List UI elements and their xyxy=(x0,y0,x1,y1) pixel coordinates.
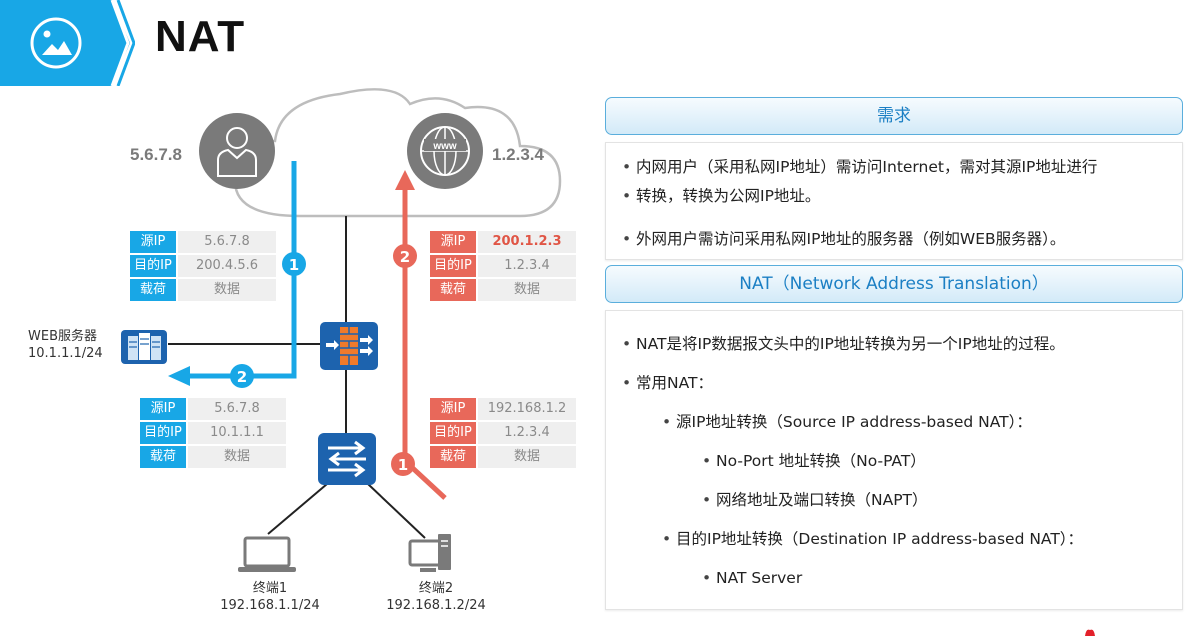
nat-item: NAT是将IP数据报文头中的IP地址转换为另一个IP地址的过程。 xyxy=(622,331,1065,357)
desktop-icon xyxy=(408,534,451,572)
internet-server-ip: 1.2.3.4 xyxy=(492,145,544,164)
web-server-ip: 10.1.1.1/24 xyxy=(28,346,103,361)
nat-box: NAT是将IP数据报文头中的IP地址转换为另一个IP地址的过程。 常用NAT： … xyxy=(605,310,1183,610)
packet-value: 数据 xyxy=(478,446,576,468)
brand-logo-icon xyxy=(1085,629,1095,636)
nat-subsubitem: No-Port 地址转换（No-PAT） xyxy=(702,448,926,474)
web-server-name: WEB服务器 xyxy=(28,329,97,344)
blue-flow-path xyxy=(168,161,297,386)
packet-value: 10.1.1.1 xyxy=(188,422,286,444)
packet-key: 载荷 xyxy=(130,279,176,301)
svg-text:1: 1 xyxy=(398,456,408,474)
packet-value: 数据 xyxy=(478,279,576,301)
nat-item: 常用NAT： xyxy=(622,370,713,396)
terminal1-ip: 192.168.1.1/24 xyxy=(220,598,320,613)
red-step-2-badge: 2 xyxy=(393,244,417,268)
nat-heading: NAT（Network Address Translation） xyxy=(605,265,1183,303)
user-icon xyxy=(199,113,275,189)
firewall-icon xyxy=(320,322,378,370)
packet-value: 192.168.1.2 xyxy=(478,398,576,420)
terminal2-ip: 192.168.1.2/24 xyxy=(386,598,486,613)
continuation-text: 转换，转换为公网IP地址。 xyxy=(636,187,821,205)
requirement-item: 外网用户需访问采用私网IP地址的服务器（例如WEB服务器）。 xyxy=(622,226,1065,252)
packet-key: 目的IP xyxy=(430,255,476,277)
web-server-label: WEB服务器 10.1.1.1/24 xyxy=(28,328,103,362)
packet-key: 目的IP xyxy=(140,422,186,444)
packet-blue-after: 源IP 5.6.7.8 目的IP 10.1.1.1 载荷 数据 xyxy=(140,398,286,468)
packet-red-before: 源IP 192.168.1.2 目的IP 1.2.3.4 载荷 数据 xyxy=(430,398,576,468)
nat-topology-diagram: www xyxy=(0,86,600,636)
requirement-item: 内网用户（采用私网IP地址）需访问Internet，需对其源IP地址进行 xyxy=(622,154,1097,180)
server-icon xyxy=(121,330,167,364)
svg-text:www: www xyxy=(432,141,457,152)
nat-subsubitem: 网络地址及端口转换（NAPT） xyxy=(702,487,927,513)
packet-key: 源IP xyxy=(130,231,176,253)
requirement-item-continuation: 转换，转换为公网IP地址。 xyxy=(622,183,821,209)
switch-icon xyxy=(318,433,376,485)
terminal2-label: 终端2 192.168.1.2/24 xyxy=(376,580,496,614)
packet-key: 载荷 xyxy=(140,446,186,468)
packet-key: 载荷 xyxy=(430,446,476,468)
packet-key: 目的IP xyxy=(430,422,476,444)
packet-value: 200.4.5.6 xyxy=(178,255,276,277)
requirements-box: 内网用户（采用私网IP地址）需访问Internet，需对其源IP地址进行 转换，… xyxy=(605,142,1183,260)
terminal2-name: 终端2 xyxy=(418,581,454,596)
blue-step-1-badge: 1 xyxy=(282,252,306,276)
packet-value: 200.1.2.3 xyxy=(478,231,576,253)
blue-step-2-badge: 2 xyxy=(230,364,254,388)
packet-value: 5.6.7.8 xyxy=(188,398,286,420)
packet-key: 源IP xyxy=(430,398,476,420)
requirements-heading: 需求 xyxy=(605,97,1183,135)
packet-key: 载荷 xyxy=(430,279,476,301)
packet-value: 1.2.3.4 xyxy=(478,255,576,277)
packet-value: 1.2.3.4 xyxy=(478,422,576,444)
terminal1-label: 终端1 192.168.1.1/24 xyxy=(210,580,330,614)
packet-key: 源IP xyxy=(140,398,186,420)
packet-key: 源IP xyxy=(430,231,476,253)
laptop-icon xyxy=(238,536,296,572)
packet-blue-before: 源IP 5.6.7.8 目的IP 200.4.5.6 载荷 数据 xyxy=(130,231,276,301)
internet-user-ip: 5.6.7.8 xyxy=(130,145,182,164)
svg-text:2: 2 xyxy=(237,368,247,386)
packet-value: 数据 xyxy=(178,279,276,301)
svg-text:1: 1 xyxy=(289,256,299,274)
image-icon xyxy=(30,17,82,69)
svg-text:2: 2 xyxy=(400,248,410,266)
packet-red-after: 源IP 200.1.2.3 目的IP 1.2.3.4 载荷 数据 xyxy=(430,231,576,301)
terminal1-name: 终端1 xyxy=(252,581,288,596)
nat-subitem: 源IP地址转换（Source IP address-based NAT）： xyxy=(662,409,1032,435)
packet-value: 5.6.7.8 xyxy=(178,231,276,253)
packet-value: 数据 xyxy=(188,446,286,468)
page-title: NAT xyxy=(155,12,246,61)
red-step-1-badge: 1 xyxy=(391,452,415,476)
nat-subsubitem: NAT Server xyxy=(702,565,802,591)
header-banner xyxy=(0,0,135,86)
link-switch-terminal1 xyxy=(267,483,328,535)
www-globe-icon: www xyxy=(407,113,483,189)
link-switch-terminal2 xyxy=(367,483,426,539)
packet-key: 目的IP xyxy=(130,255,176,277)
nat-subitem: 目的IP地址转换（Destination IP address-based NA… xyxy=(662,526,1083,552)
